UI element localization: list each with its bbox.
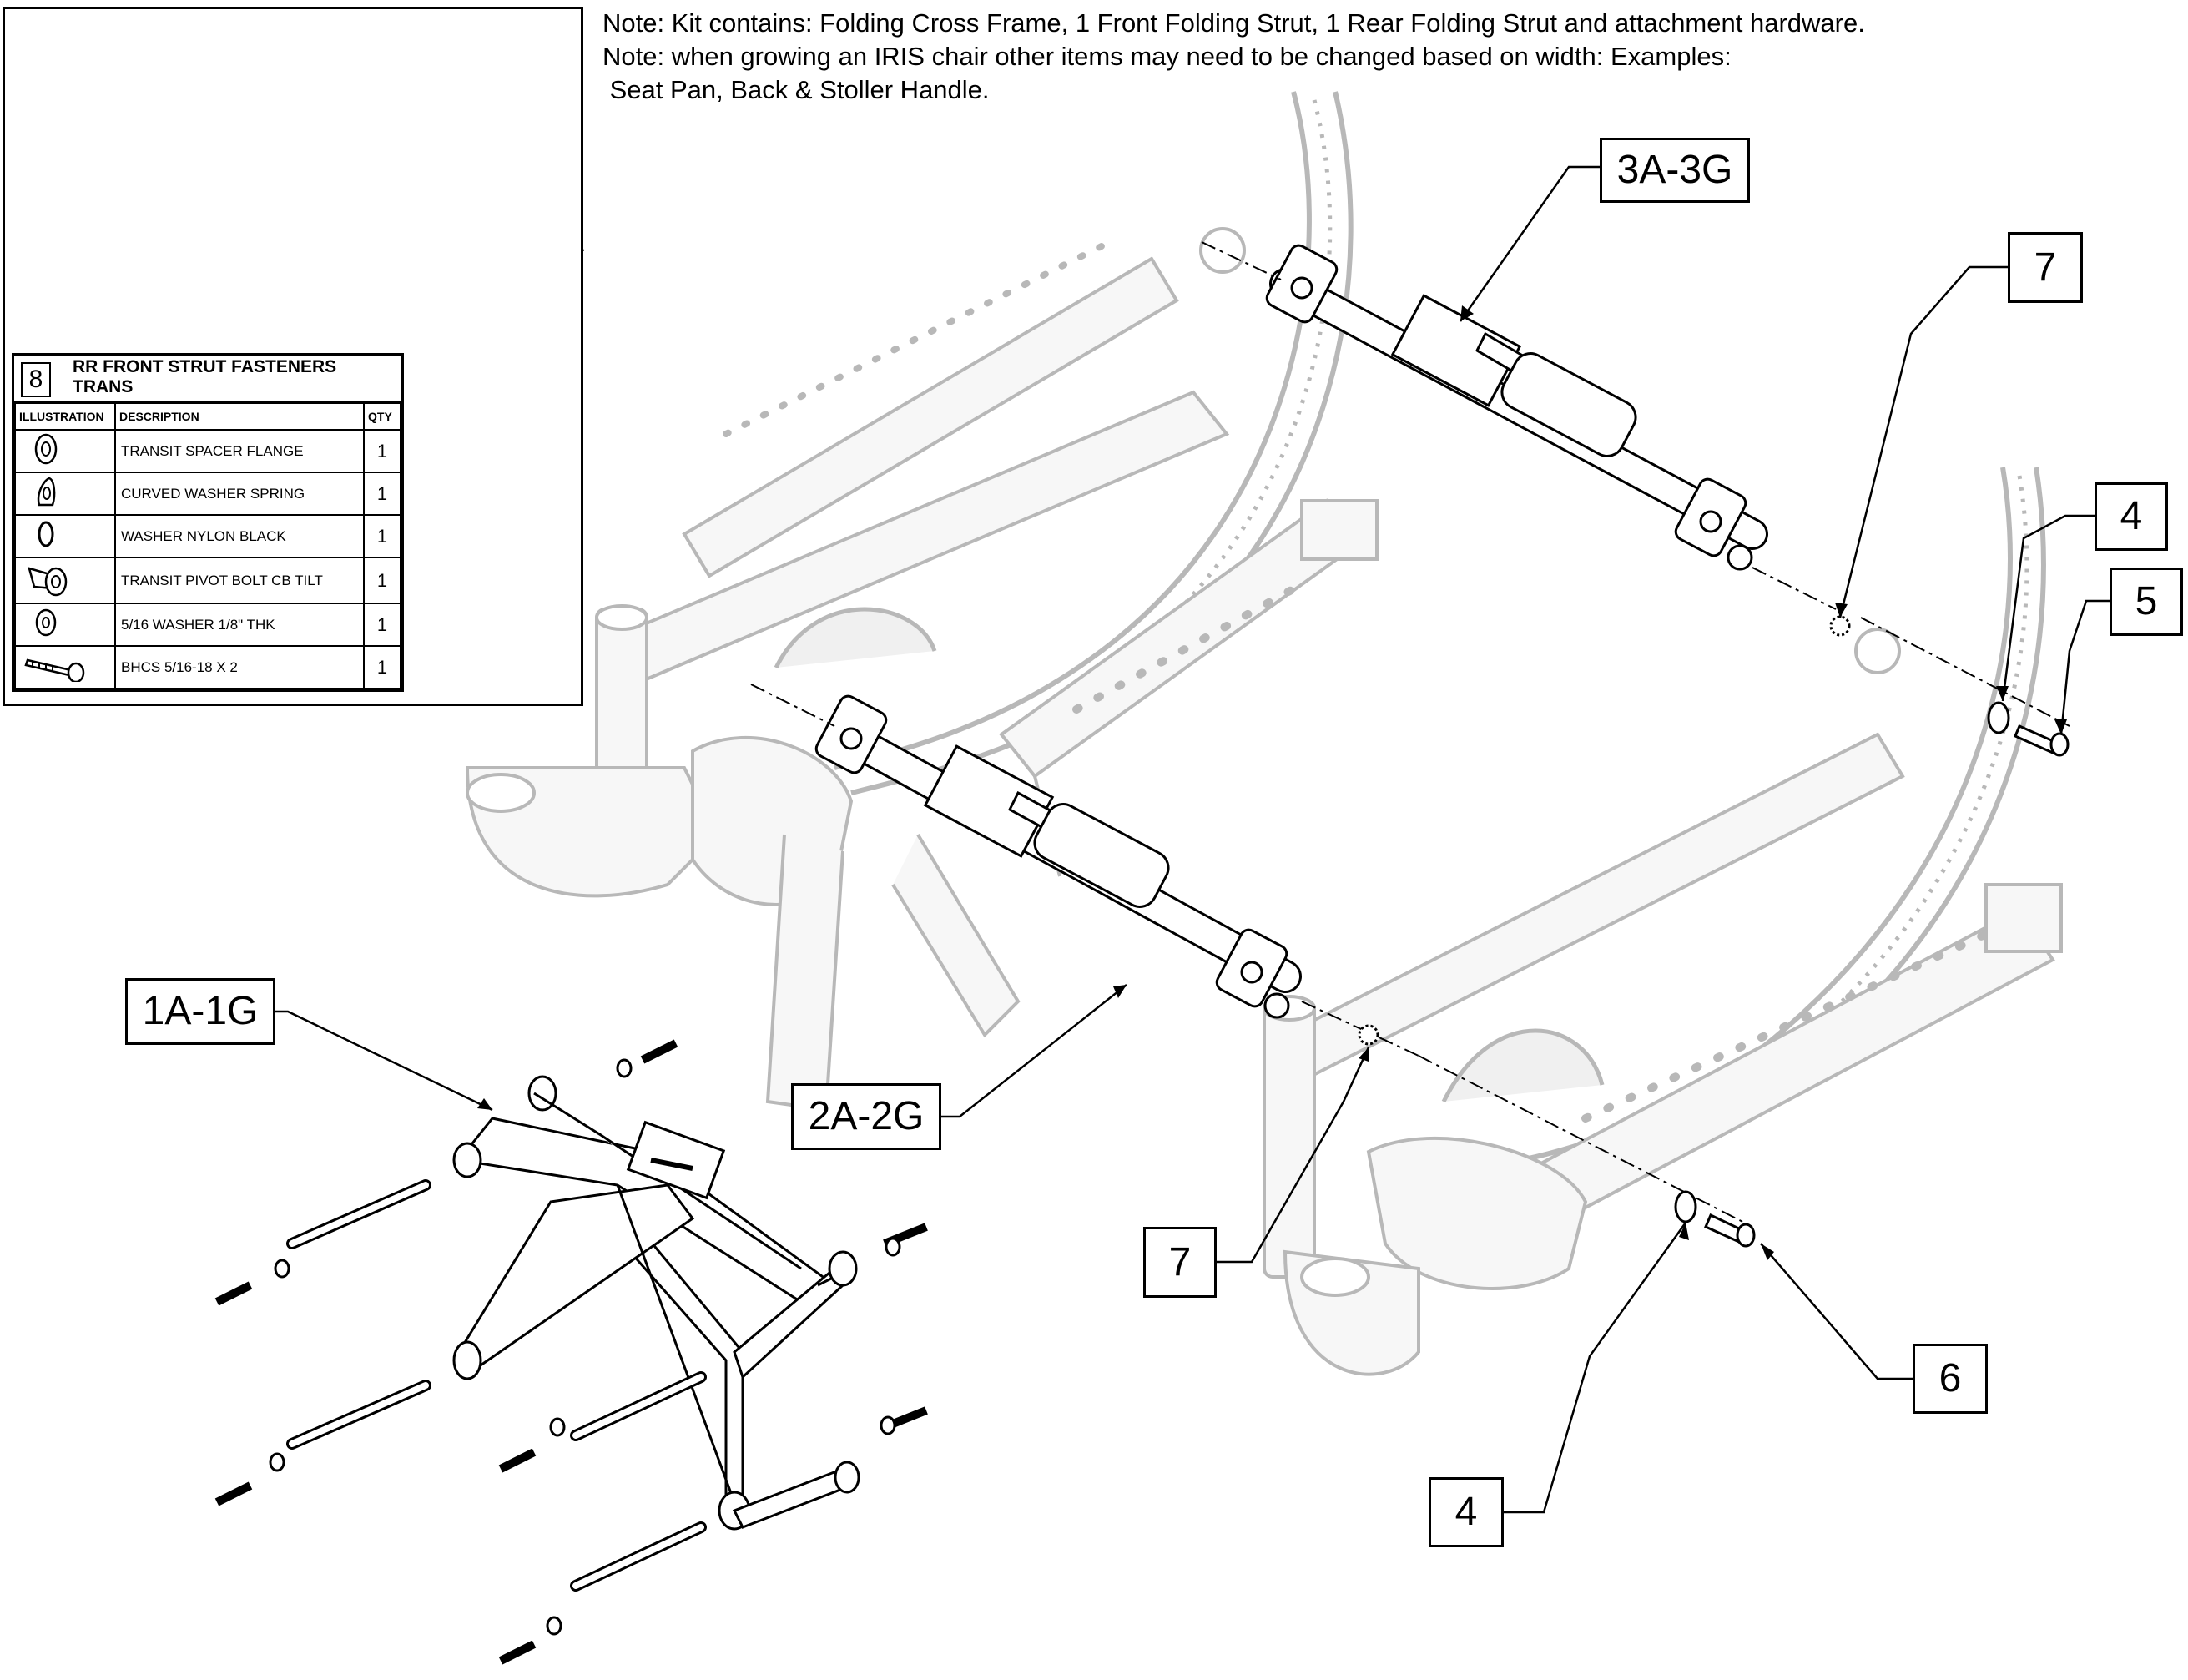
- row-description: 5/16 WASHER 1/8" THK: [114, 603, 365, 647]
- leader-lines: [275, 165, 2110, 1514]
- table-row: TRANSIT SPACER FLANGE 1: [14, 429, 401, 473]
- star-washer-top: [1829, 615, 1851, 637]
- parts-table: 8 RR FRONT STRUT FASTENERS TRANS ILLUSTR…: [12, 353, 404, 692]
- note-line-2: Note: when growing an IRIS chair other i…: [602, 42, 1732, 71]
- row-description: BHCS 5/16-18 X 2: [114, 645, 365, 689]
- table-row: CURVED WASHER SPRING 1: [14, 472, 401, 516]
- column-description: DESCRIPTION: [114, 402, 365, 431]
- row-description: TRANSIT SPACER FLANGE: [114, 429, 365, 473]
- table-row: WASHER NYLON BLACK 1: [14, 514, 401, 558]
- star-washer-bottom: [1358, 1024, 1379, 1046]
- callout-2a-2g: 2A-2G: [791, 1083, 941, 1150]
- callout-5: 5: [2110, 568, 2183, 636]
- row-description: CURVED WASHER SPRING: [114, 472, 365, 516]
- row-qty: 1: [363, 557, 401, 604]
- kit-notes: Note: Kit contains: Folding Cross Frame,…: [602, 7, 1865, 107]
- parts-table-header: 8 RR FRONT STRUT FASTENERS TRANS: [14, 356, 401, 402]
- row-description: WASHER NYLON BLACK: [114, 514, 365, 558]
- row-qty: 1: [363, 603, 401, 647]
- parts-table-column-headers: ILLUSTRATION DESCRIPTION QTY: [14, 402, 401, 431]
- parts-table-title-line-2: TRANS: [73, 377, 134, 396]
- callout-3a-3g: 3A-3G: [1600, 138, 1750, 203]
- parts-table-title-line-1: RR FRONT STRUT FASTENERS: [73, 357, 337, 376]
- note-line-1: Note: Kit contains: Folding Cross Frame,…: [602, 8, 1865, 38]
- callout-7-bottom: 7: [1143, 1227, 1217, 1298]
- row-description: TRANSIT PIVOT BOLT CB TILT: [114, 557, 365, 604]
- column-illustration: ILLUSTRATION: [14, 402, 116, 431]
- main-fasteners: [1358, 615, 2070, 1248]
- parts-table-grid: ILLUSTRATION DESCRIPTION QTY TRANSIT SPA…: [14, 402, 401, 689]
- row-qty: 1: [363, 514, 401, 558]
- callout-4-top: 4: [2095, 482, 2168, 551]
- flange-item-4-top: [1987, 701, 2010, 734]
- callout-6: 6: [1913, 1344, 1988, 1414]
- column-qty: QTY: [363, 402, 401, 431]
- row-qty: 1: [363, 429, 401, 473]
- bolt-icon: [24, 658, 85, 684]
- parts-table-title: RR FRONT STRUT FASTENERS TRANS: [73, 357, 398, 397]
- nylon-washer-icon: [38, 521, 54, 547]
- flange-item-4-bottom: [1674, 1190, 1697, 1223]
- front-folding-strut: [750, 684, 1419, 1057]
- callout-7-top: 7: [2008, 232, 2083, 303]
- callout-4-bottom: 4: [1429, 1477, 1504, 1547]
- ghost-chair-frame: [465, 91, 2063, 1376]
- washer-icon: [35, 608, 57, 637]
- parts-table-number: 8: [21, 362, 51, 397]
- flange-icon: [34, 433, 58, 465]
- callout-1a-1g: 1A-1G: [125, 978, 275, 1045]
- pivot-bolt-icon: [28, 567, 68, 597]
- row-qty: 1: [363, 645, 401, 689]
- rear-folding-strut: [1201, 241, 1837, 610]
- table-row: TRANSIT PIVOT BOLT CB TILT 1: [14, 557, 401, 604]
- arrowheads: [477, 305, 2067, 1260]
- note-line-3: Seat Pan, Back & Stoller Handle.: [602, 75, 990, 104]
- folding-cross-frame: [214, 1039, 928, 1665]
- table-row: BHCS 5/16-18 X 2 1: [14, 645, 401, 689]
- row-qty: 1: [363, 472, 401, 516]
- table-row: 5/16 WASHER 1/8" THK 1: [14, 603, 401, 647]
- curved-washer-icon: [37, 477, 56, 507]
